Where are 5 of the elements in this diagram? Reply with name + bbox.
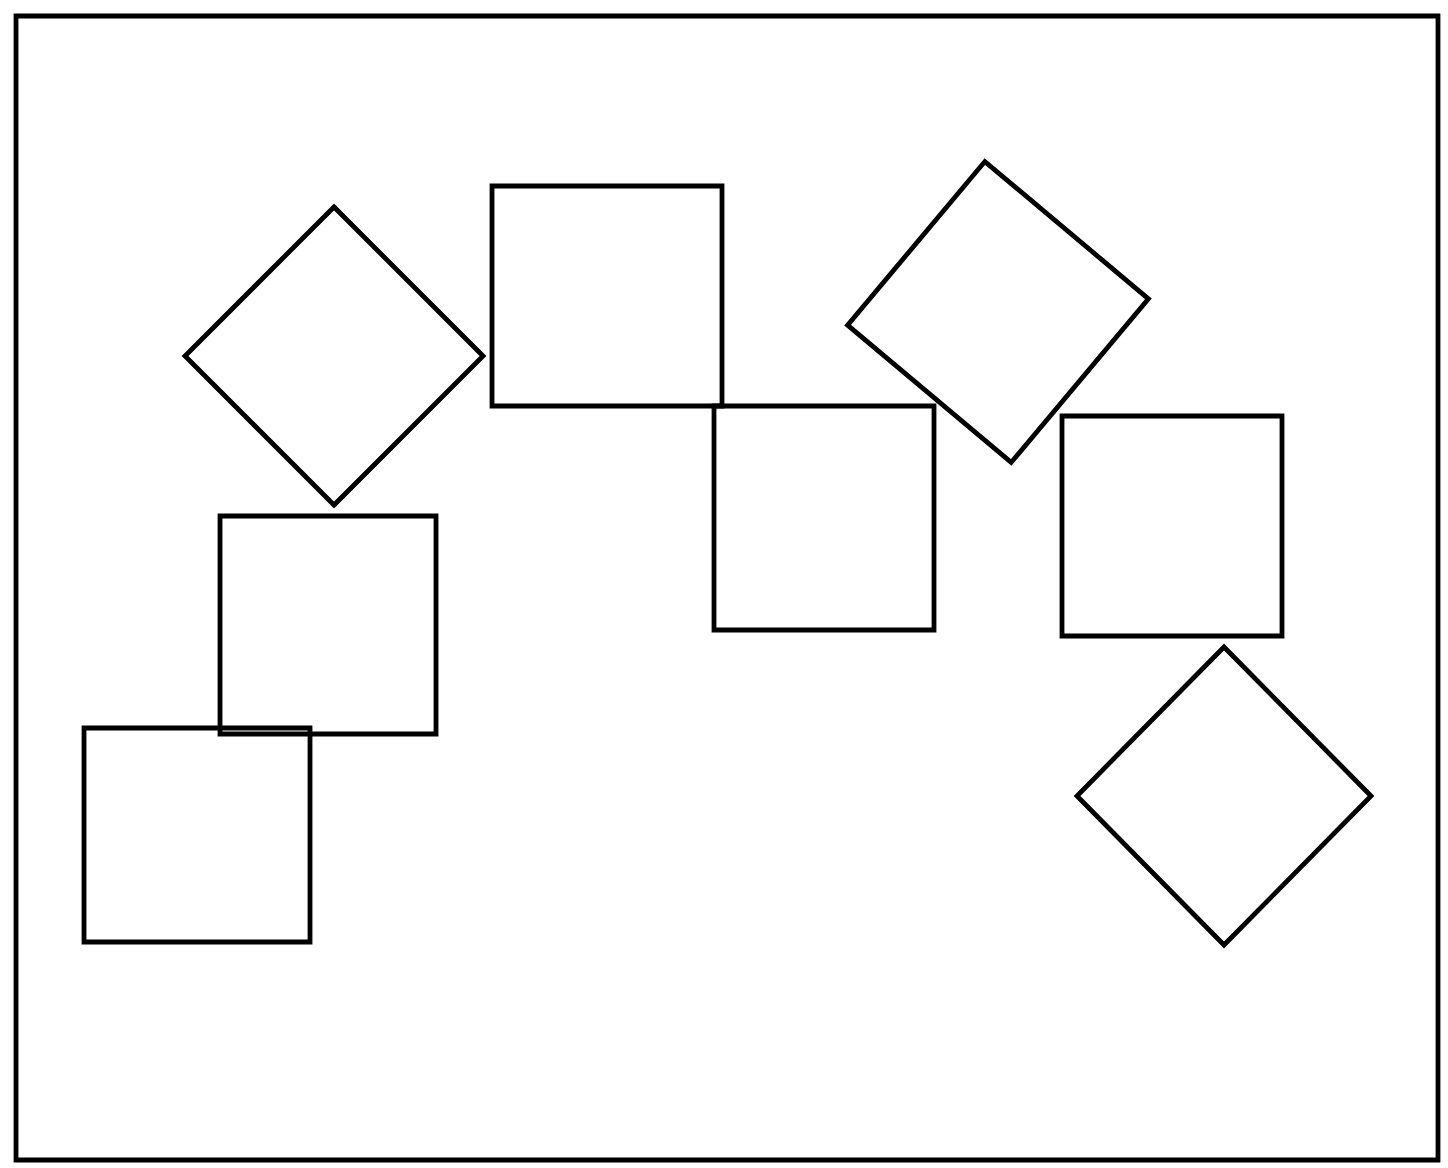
square [489,183,725,409]
square [217,513,439,737]
square [81,725,313,945]
square [1059,413,1285,639]
square [711,403,937,633]
